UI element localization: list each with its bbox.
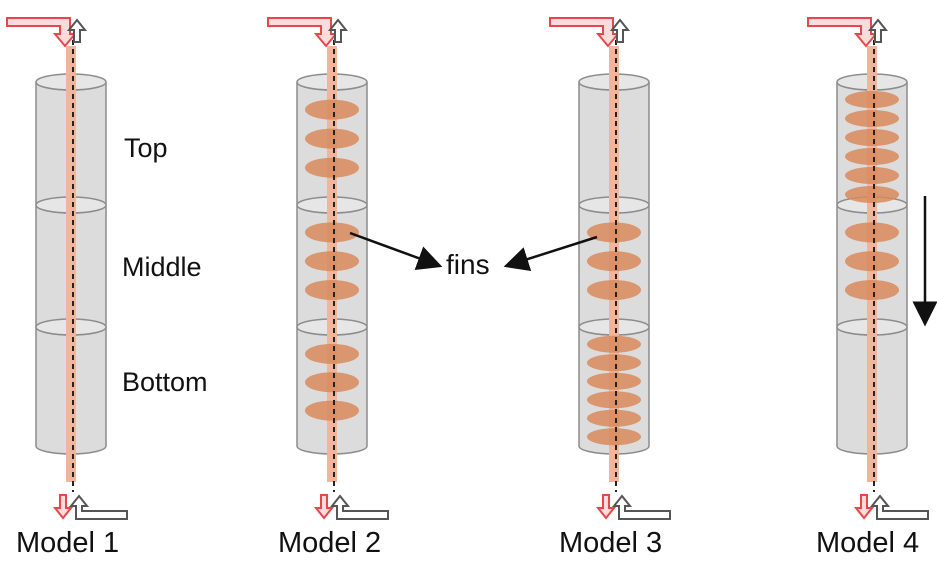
fin — [587, 391, 641, 409]
fin — [845, 91, 899, 108]
inlet-arrow-icon — [6, 17, 78, 48]
inlet-arrow-icon — [267, 17, 339, 48]
fin — [587, 251, 641, 272]
outlet-arrow-icon — [66, 18, 88, 43]
fin — [845, 148, 899, 165]
model-4-label: Model 4 — [816, 527, 920, 559]
segment-label-top: Top — [124, 133, 168, 163]
fins-pointer-left — [349, 231, 443, 270]
fin — [845, 110, 899, 127]
model-3 — [549, 17, 671, 520]
bottom-outlet-arrow-icon — [52, 494, 74, 520]
fin — [587, 409, 641, 427]
fin — [587, 335, 641, 353]
fin — [305, 99, 359, 120]
outlet-arrow-icon — [327, 18, 349, 43]
bottom-inlet-arrow-icon — [329, 494, 389, 520]
inlet-arrow-icon — [807, 17, 879, 48]
fin — [305, 251, 359, 272]
bottom-outlet-arrow-icon — [313, 494, 335, 520]
fin — [305, 157, 359, 178]
outlet-arrow-icon — [867, 18, 889, 43]
fin — [587, 372, 641, 390]
fin — [305, 400, 359, 421]
model-1-label: Model 1 — [16, 527, 120, 559]
fin — [845, 279, 899, 300]
fin — [305, 222, 359, 243]
model-4 — [807, 17, 929, 520]
fin — [845, 167, 899, 184]
model-2 — [267, 17, 389, 520]
fin — [305, 372, 359, 393]
fin — [845, 222, 899, 243]
bottom-outlet-arrow-icon — [853, 494, 875, 520]
outlet-arrow-icon — [609, 18, 631, 43]
fin — [845, 186, 899, 203]
fin — [587, 354, 641, 372]
fin — [587, 428, 641, 446]
inlet-arrow-icon — [549, 17, 621, 48]
bottom-inlet-arrow-icon — [68, 494, 128, 520]
fins-pointer-right — [503, 235, 598, 272]
model-3-label: Model 3 — [559, 527, 663, 559]
model-1 — [6, 17, 128, 520]
bottom-outlet-arrow-icon — [595, 494, 617, 520]
fin — [305, 128, 359, 149]
fins-label: fins — [446, 249, 490, 280]
model-2-label: Model 2 — [278, 527, 382, 559]
fin — [305, 343, 359, 364]
heat-exchanger-tube — [66, 46, 76, 482]
segment-label-middle: Middle — [122, 252, 202, 282]
bottom-inlet-arrow-icon — [611, 494, 671, 520]
fin — [845, 129, 899, 146]
fin — [845, 251, 899, 272]
bottom-inlet-arrow-icon — [869, 494, 929, 520]
fin — [587, 222, 641, 243]
fin — [587, 279, 641, 300]
segment-label-bottom: Bottom — [122, 367, 208, 397]
fin — [305, 279, 359, 300]
